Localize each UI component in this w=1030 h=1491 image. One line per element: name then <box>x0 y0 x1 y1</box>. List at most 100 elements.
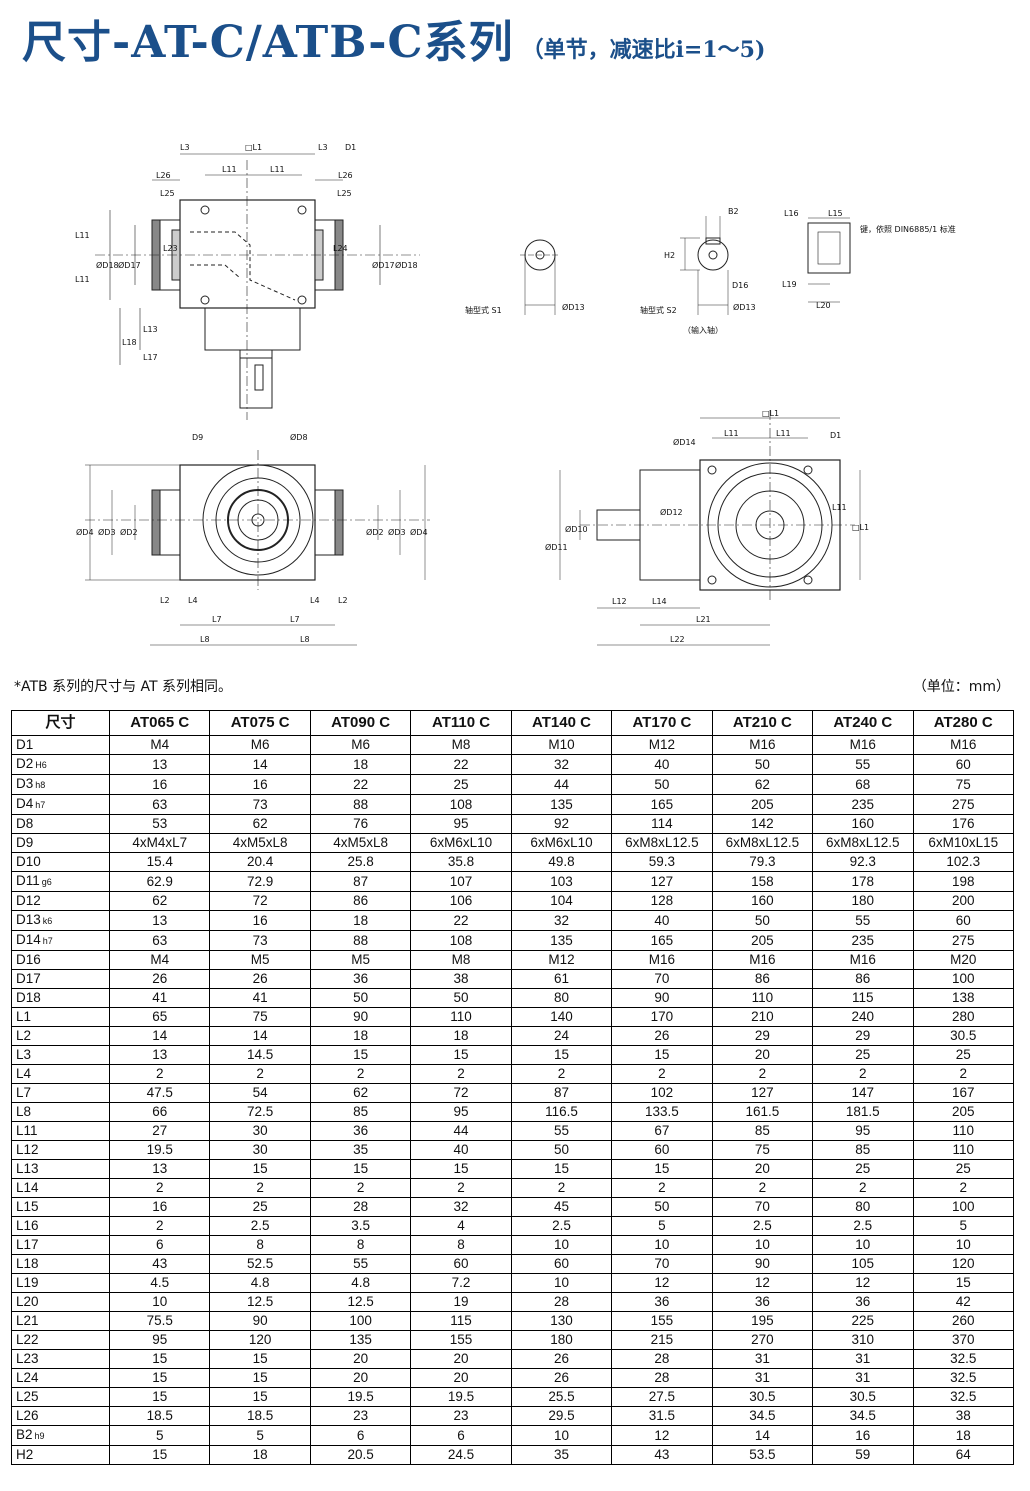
table-cell: 60 <box>410 1254 512 1274</box>
table-cell: 15 <box>510 1045 613 1065</box>
table-cell: 95 <box>108 1330 211 1350</box>
br-d10: ØD10 <box>565 524 588 534</box>
table-cell: 180 <box>510 1330 613 1350</box>
table-cell: 19.5 <box>108 1140 211 1160</box>
table-cell: 2 <box>711 1064 814 1084</box>
table-cell: 14 <box>209 1026 311 1046</box>
header-cell: AT240 C <box>812 710 914 736</box>
dim-l26-left: L26 <box>156 171 171 180</box>
table-cell: 76 <box>309 814 412 834</box>
table-cell: 36 <box>309 1121 412 1141</box>
br-l11-side: L11 <box>832 503 847 512</box>
table-cell: 14 <box>209 754 311 775</box>
table-cell: 4.5 <box>108 1273 211 1293</box>
row-label-cell: L12 <box>11 1140 110 1160</box>
table-cell: M4 <box>108 950 211 970</box>
table-cell: 34.5 <box>812 1406 914 1426</box>
table-cell: 45 <box>510 1197 613 1217</box>
table-cell: 87 <box>309 871 412 892</box>
table-cell: 35 <box>510 1445 613 1465</box>
table-cell: M12 <box>510 950 613 970</box>
table-cell: 205 <box>912 1102 1014 1122</box>
table-cell: 27 <box>108 1121 211 1141</box>
table-cell: 15 <box>611 1159 713 1179</box>
table-cell: 20 <box>410 1349 512 1369</box>
dim-l24: L24 <box>333 244 348 253</box>
br-l11-b: L11 <box>776 429 791 438</box>
table-cell: 15 <box>108 1349 211 1369</box>
table-cell: 13 <box>108 1045 211 1065</box>
table-cell: 31 <box>812 1349 914 1369</box>
table-cell: 155 <box>410 1330 512 1350</box>
row-label-cell: L4 <box>11 1064 110 1084</box>
table-cell: 165 <box>611 794 713 815</box>
table-cell: 138 <box>912 988 1014 1008</box>
table-cell: M5 <box>209 950 311 970</box>
bl-d8: ØD8 <box>290 432 308 442</box>
table-cell: M16 <box>912 735 1014 755</box>
table-cell: 18.5 <box>108 1406 211 1426</box>
row-label: D11 <box>16 873 40 888</box>
dim-l3-right: L3 <box>318 143 328 152</box>
table-cell: 62 <box>108 891 211 911</box>
row-label: D3 <box>16 776 34 791</box>
title-main: 尺寸-AT-C/ATB-C系列 <box>22 17 514 68</box>
dim-l26-right: L26 <box>338 171 353 180</box>
table-cell: 63 <box>108 930 211 951</box>
row-label-cell: L18 <box>11 1254 110 1274</box>
dim-l11-side-a: L11 <box>75 231 90 240</box>
table-cell: 32.5 <box>912 1349 1014 1369</box>
table-cell: 18 <box>912 1425 1014 1446</box>
table-cell: 90 <box>711 1254 814 1274</box>
table-cell: 5 <box>209 1425 311 1446</box>
row-label-cell: D9 <box>11 833 110 853</box>
table-cell: 65 <box>108 1007 211 1027</box>
table-cell: 38 <box>410 969 512 989</box>
table-cell: 40 <box>611 754 713 775</box>
table-cell: 2 <box>912 1178 1014 1198</box>
bl-l8-left: L8 <box>200 635 210 644</box>
table-cell: 49.8 <box>510 852 613 872</box>
table-cell: 120 <box>209 1330 311 1350</box>
shaft-s2-view <box>680 216 729 315</box>
table-cell: 6xM10xL15 <box>912 833 1014 853</box>
table-cell: 24 <box>510 1026 613 1046</box>
table-cell: 205 <box>711 794 814 815</box>
table-cell: 22 <box>309 774 412 795</box>
table-cell: 155 <box>611 1311 713 1331</box>
table-cell: 105 <box>812 1254 914 1274</box>
table-cell: 114 <box>611 814 713 834</box>
table-cell: 61 <box>510 969 613 989</box>
row-label: D1 <box>16 737 34 752</box>
table-cell: 28 <box>611 1349 713 1369</box>
table-cell: 15 <box>209 1349 311 1369</box>
table-cell: 5 <box>611 1216 713 1236</box>
table-cell: 158 <box>711 871 814 892</box>
row-tolerance: h7 <box>35 800 46 810</box>
row-label: L19 <box>16 1275 39 1290</box>
table-cell: 13 <box>108 754 211 775</box>
table-cell: 7.2 <box>410 1273 512 1293</box>
header-cell: AT110 C <box>410 710 512 736</box>
table-cell: 27.5 <box>611 1387 713 1407</box>
table-cell: 12.5 <box>309 1292 412 1312</box>
row-label-cell: D10 <box>11 852 110 872</box>
table-cell: 23 <box>410 1406 512 1426</box>
row-label-cell: L26 <box>11 1406 110 1426</box>
row-tolerance: h9 <box>34 1431 45 1441</box>
br-l22: L22 <box>670 635 685 644</box>
row-label: L21 <box>16 1313 39 1328</box>
row-label-cell: L2 <box>11 1026 110 1046</box>
row-label: L17 <box>16 1237 39 1252</box>
table-cell: 90 <box>611 988 713 1008</box>
table-cell: 6 <box>309 1425 412 1446</box>
table-cell: M10 <box>510 735 613 755</box>
table-cell: 72 <box>410 1083 512 1103</box>
table-cell: 72.9 <box>209 871 311 892</box>
table-cell: 102.3 <box>912 852 1014 872</box>
